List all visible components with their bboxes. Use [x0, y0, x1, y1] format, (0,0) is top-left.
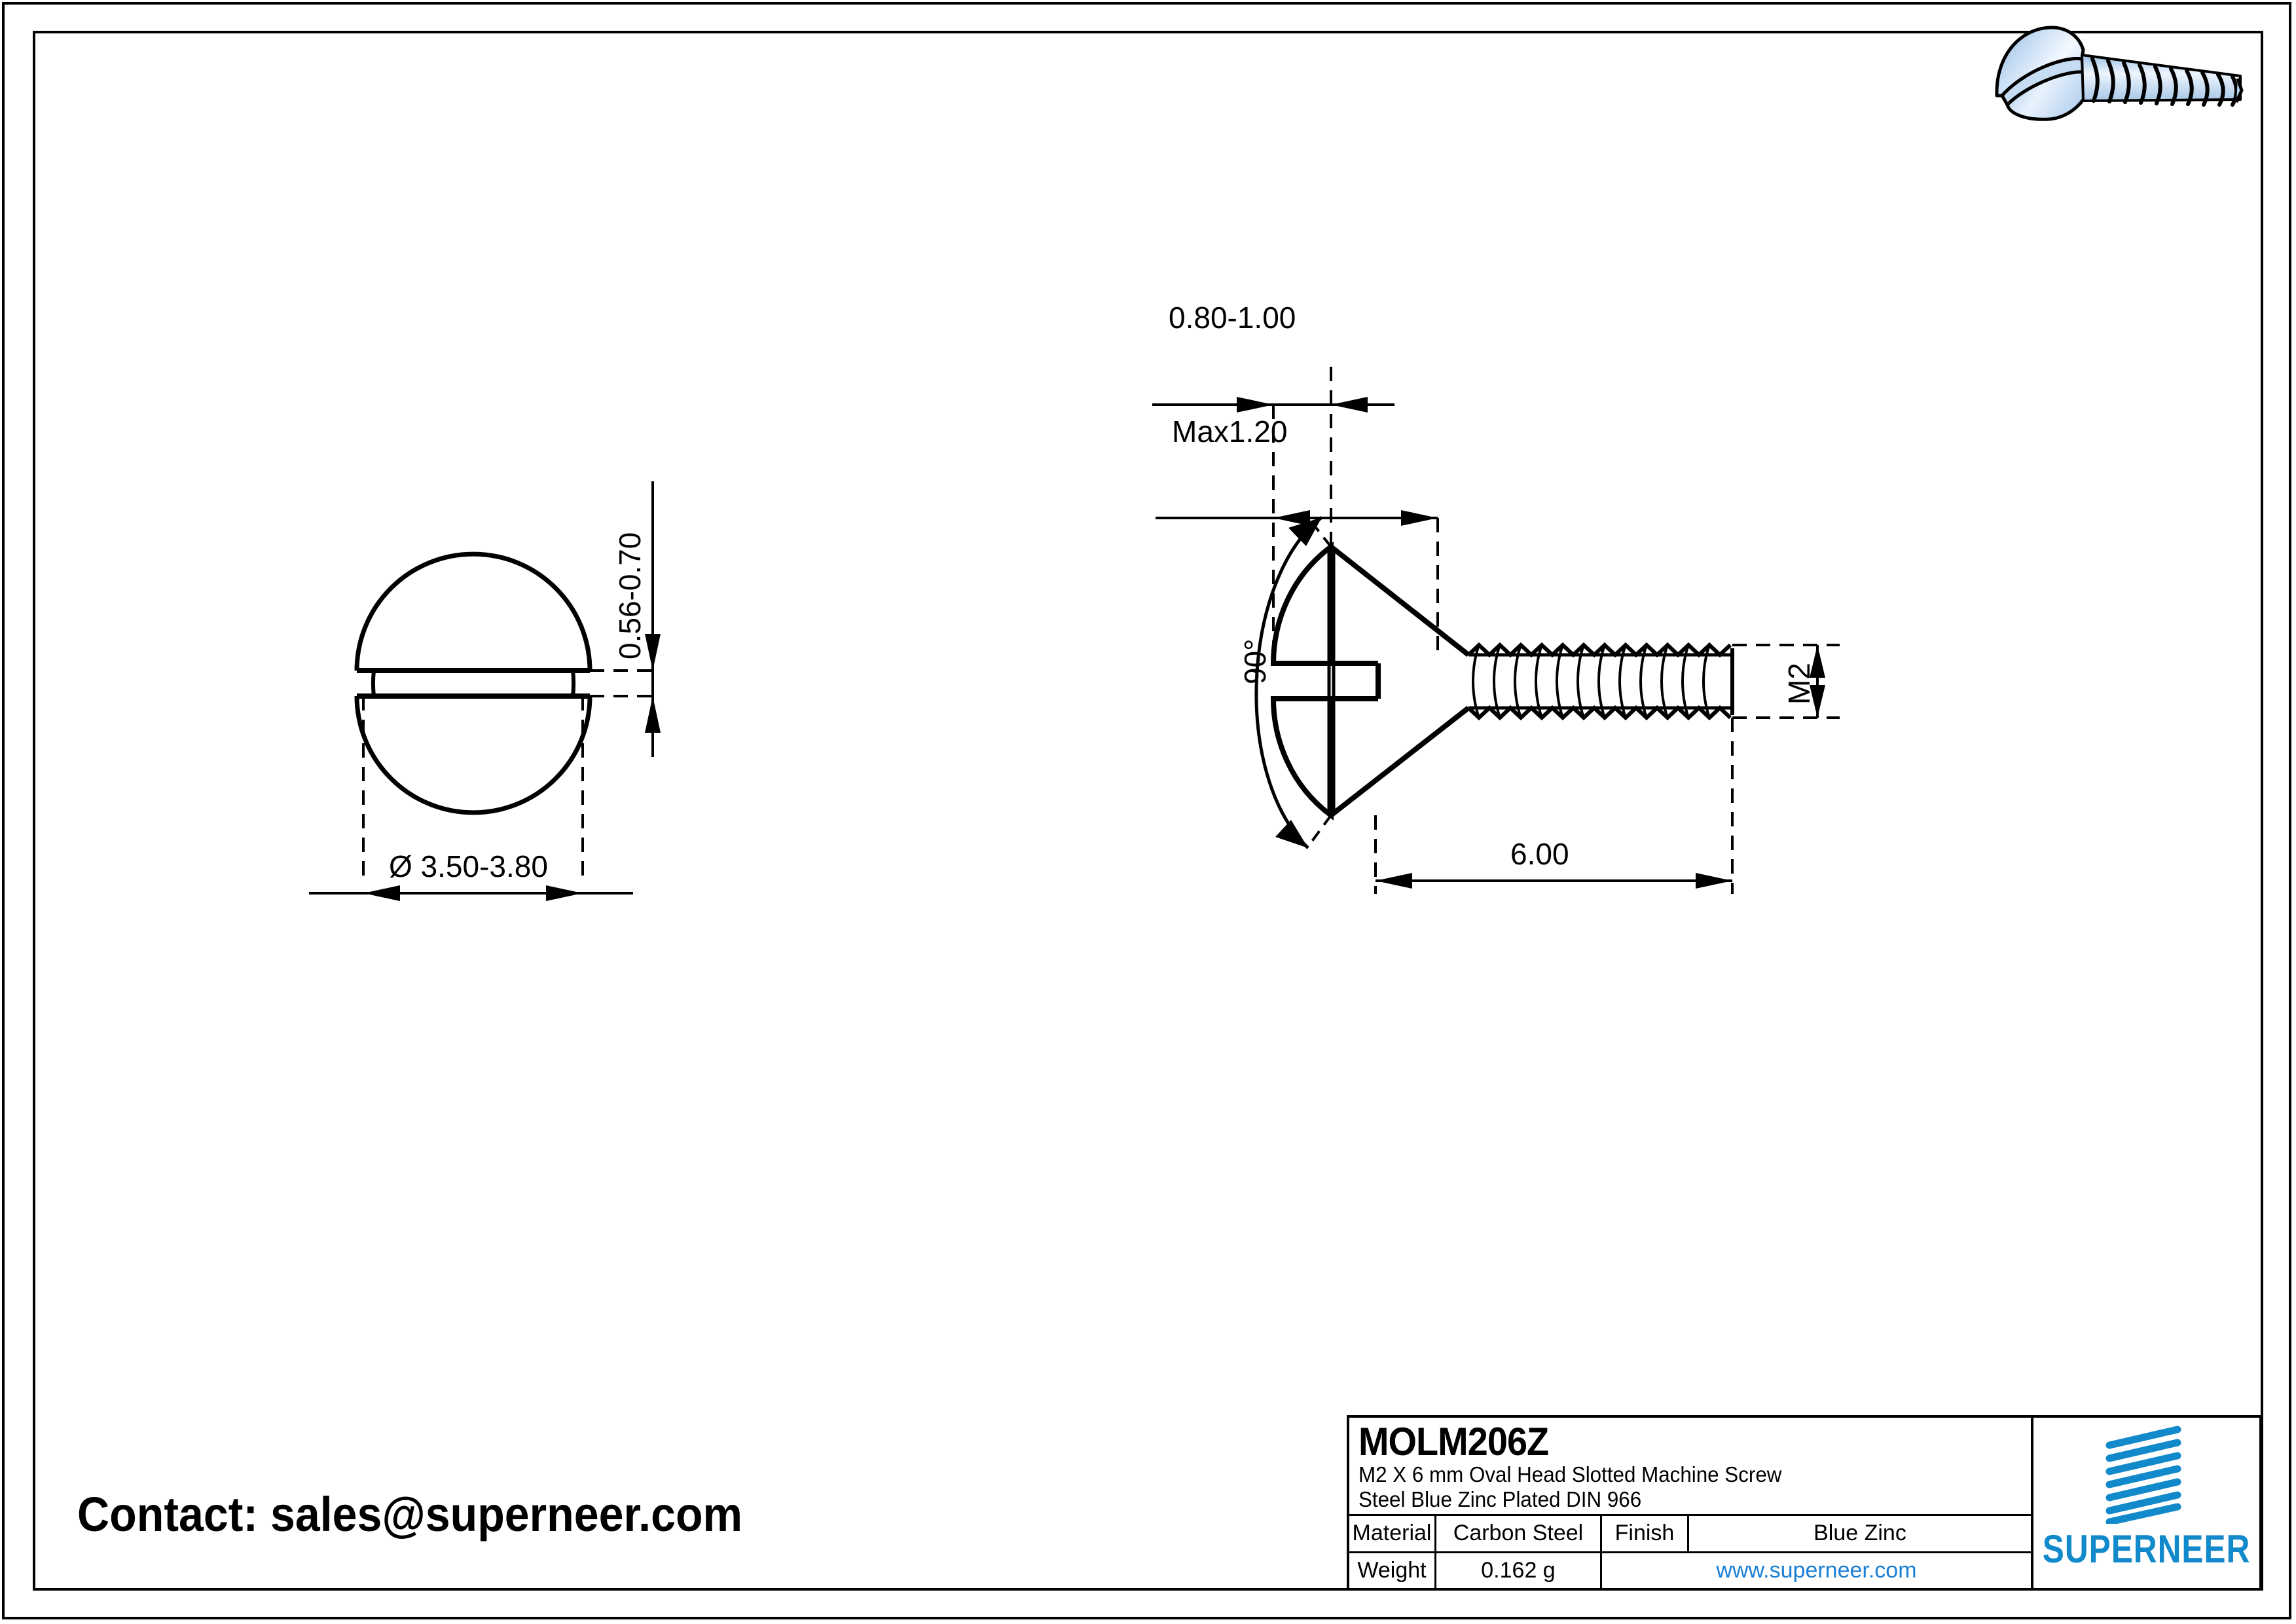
- dim-thread-size-label: M2: [1782, 663, 1816, 705]
- website-link[interactable]: www.superneer.com: [1716, 1557, 1917, 1583]
- material-label: Material: [1349, 1516, 1436, 1551]
- brand-name: SUPERNEER: [2042, 1527, 2251, 1572]
- weight-website-row: Weight 0.162 g www.superneer.com: [1349, 1553, 2031, 1588]
- dim-head-height-label: Max1.20: [1172, 415, 1288, 449]
- dim-countersink-angle-label: 90°: [1238, 638, 1272, 684]
- description-line-2: Steel Blue Zinc Plated DIN 966: [1358, 1487, 1642, 1511]
- title-block-left: MOLM206Z M2 X 6 mm Oval Head Slotted Mac…: [1349, 1418, 2033, 1588]
- superneer-logo-icon: [2105, 1426, 2181, 1524]
- dim-overall-length-label: 6.00: [1510, 837, 1569, 871]
- title-block-info: MOLM206Z M2 X 6 mm Oval Head Slotted Mac…: [1349, 1418, 2031, 1516]
- brand-logo: SUPERNEER: [2033, 1418, 2259, 1588]
- finish-label: Finish: [1602, 1516, 1689, 1551]
- weight-label: Weight: [1349, 1553, 1436, 1588]
- material-value: Carbon Steel: [1436, 1516, 1602, 1551]
- material-finish-row: Material Carbon Steel Finish Blue Zinc: [1349, 1516, 2031, 1553]
- contact-text: Contact: sales@superneer.com: [77, 1487, 743, 1541]
- dim-slot-width-label: 0.56-0.70: [613, 532, 647, 659]
- weight-value: 0.162 g: [1436, 1553, 1602, 1588]
- dim-slot-depth-label: 0.80-1.00: [1169, 301, 1296, 335]
- title-block: MOLM206Z M2 X 6 mm Oval Head Slotted Mac…: [1347, 1415, 2262, 1591]
- part-number: MOLM206Z: [1358, 1420, 1549, 1464]
- dim-head-diameter-label: Ø 3.50-3.80: [389, 849, 548, 883]
- description-line-1: M2 X 6 mm Oval Head Slotted Machine Scre…: [1358, 1462, 1782, 1486]
- product-render-3d: [1984, 18, 2259, 123]
- inner-border: [33, 31, 2263, 1591]
- finish-value: Blue Zinc: [1813, 1521, 1906, 1546]
